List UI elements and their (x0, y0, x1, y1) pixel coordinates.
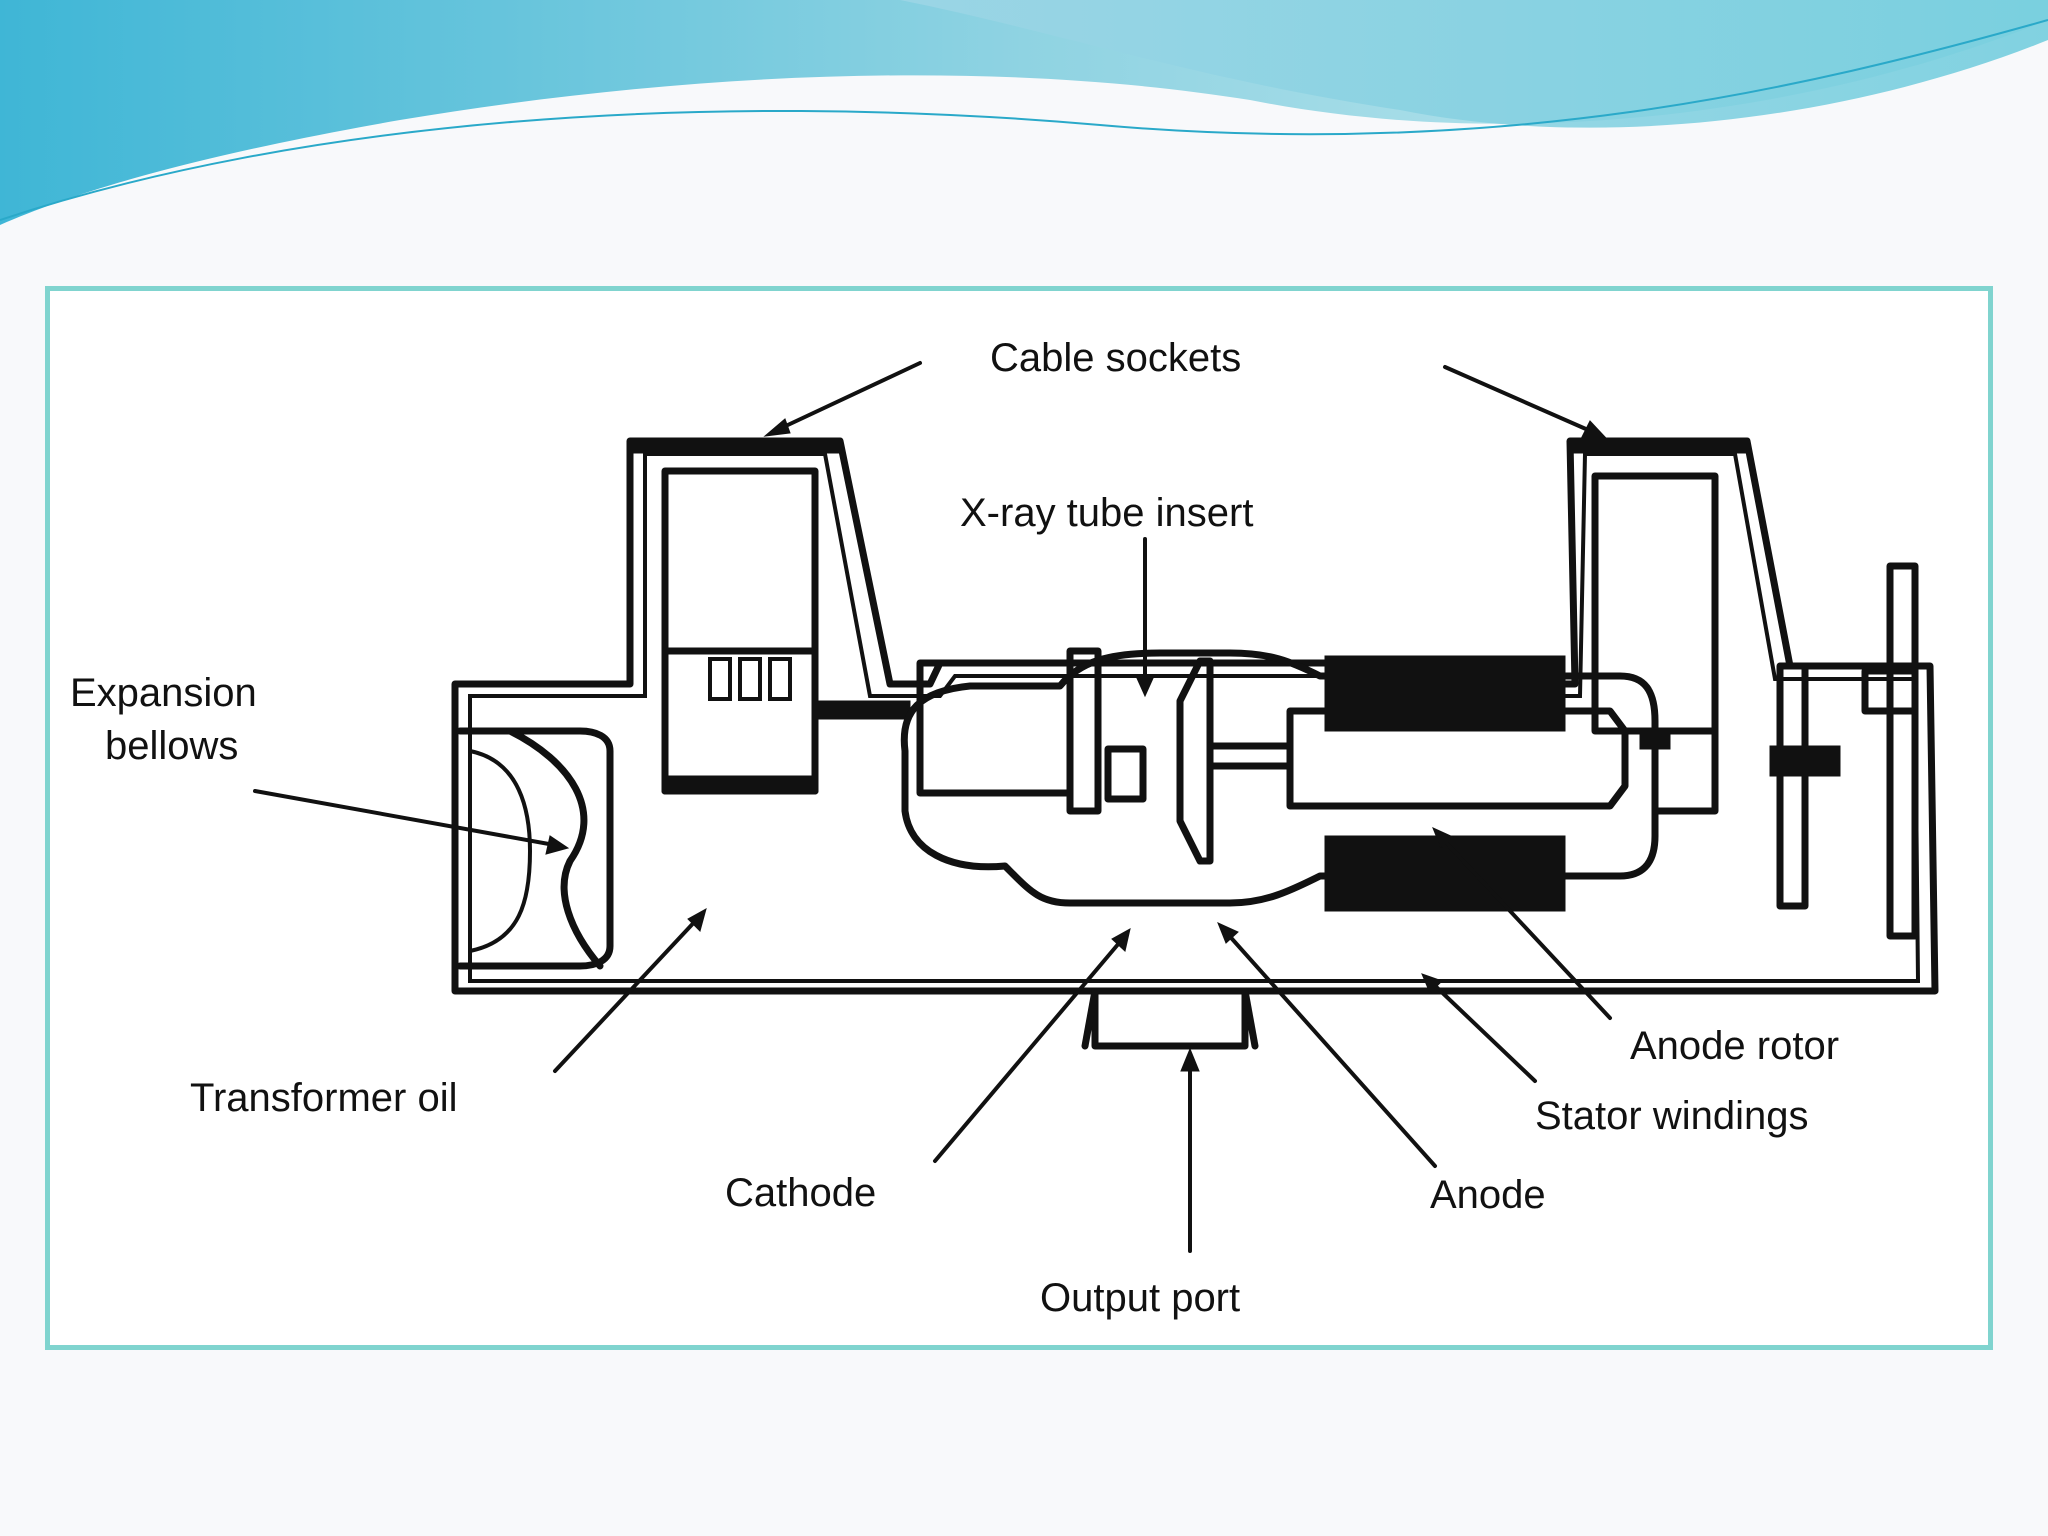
header-wave-line (0, 19, 2048, 221)
terminal-post (1886, 562, 1919, 940)
arrowhead-anode-rotor (1432, 827, 1454, 849)
left-connector-pin-2 (738, 657, 762, 701)
cable-socket-right-cap (1571, 440, 1748, 454)
label-xray-tube-insert: X-ray tube insert (960, 491, 1253, 535)
cable-socket-left-cap (629, 440, 841, 454)
terminal-bracket (1861, 667, 1919, 715)
arrowhead-cable-sockets-left (763, 418, 791, 437)
arrow-cable-sockets-right (1443, 365, 1597, 435)
anode-rotor (1286, 707, 1629, 810)
left-connector-pin-1 (708, 657, 732, 701)
label-output-port: Output port (1040, 1276, 1240, 1320)
arrow-stator-windings (1428, 979, 1537, 1083)
label-expansion-bellows-1: Expansion (70, 671, 257, 715)
expansion-bellows-inner (468, 749, 533, 953)
xray-tube-housing-diagram: Cable sockets X-ray tube insert Expansio… (70, 336, 1939, 1320)
label-stator-windings: Stator windings (1535, 1094, 1808, 1138)
arrow-cathode (933, 934, 1127, 1163)
right-cable-block (1591, 472, 1719, 735)
label-expansion-bellows-2: bellows (105, 724, 238, 768)
expansion-bellows-membrane (506, 727, 604, 970)
arrow-anode (1223, 929, 1437, 1168)
arrow-expansion-bellows (253, 789, 562, 848)
left-connector-base (664, 775, 816, 789)
arrowhead-output-port (1180, 1047, 1200, 1072)
slide-header-wave (0, 0, 2048, 225)
output-port-left-edge (1081, 987, 1099, 1050)
arrow-anode-rotor (1438, 834, 1612, 1020)
label-anode-rotor: Anode rotor (1630, 1024, 1839, 1068)
arrowhead-xray-tube-insert (1135, 675, 1155, 698)
label-transformer-oil: Transformer oil (190, 1076, 457, 1120)
arrowhead-stator-windings (1421, 973, 1443, 994)
cathode-focusing-cup (1066, 647, 1102, 815)
arrowhead-expansion-bellows (545, 835, 570, 855)
arrowhead-cable-sockets-right (1581, 420, 1607, 438)
figure-frame: Cable sockets X-ray tube insert Expansio… (45, 286, 1993, 1350)
stator-winding-top (1324, 655, 1566, 732)
output-port-right-edge (1241, 987, 1259, 1050)
rotor-bearing-housing (1651, 727, 1719, 815)
header-wave-right (900, 0, 2048, 128)
arrowhead-transformer-oil (687, 907, 707, 932)
cathode-filament-block (1104, 745, 1147, 803)
arrow-cable-sockets-left (773, 361, 922, 433)
arrowhead-anode (1217, 922, 1239, 944)
arrowhead-cathode (1111, 928, 1131, 952)
left-connector-pin-3 (768, 657, 792, 701)
label-cable-sockets: Cable sockets (990, 336, 1241, 380)
anode-disk (1176, 657, 1214, 865)
cathode-feed-rod (814, 700, 911, 720)
stator-winding-bottom (1324, 835, 1566, 912)
end-disk (1776, 662, 1809, 910)
xray-tube-insert-envelope (900, 649, 1659, 907)
anode-stem (1206, 742, 1294, 770)
left-cable-block (661, 467, 819, 795)
expansion-bellows-housing (456, 727, 614, 970)
arrow-transformer-oil (553, 914, 702, 1073)
label-anode: Anode (1430, 1173, 1546, 1217)
label-cathode: Cathode (725, 1171, 876, 1215)
left-cable-connector (661, 647, 819, 795)
output-port-window (1091, 987, 1249, 1050)
